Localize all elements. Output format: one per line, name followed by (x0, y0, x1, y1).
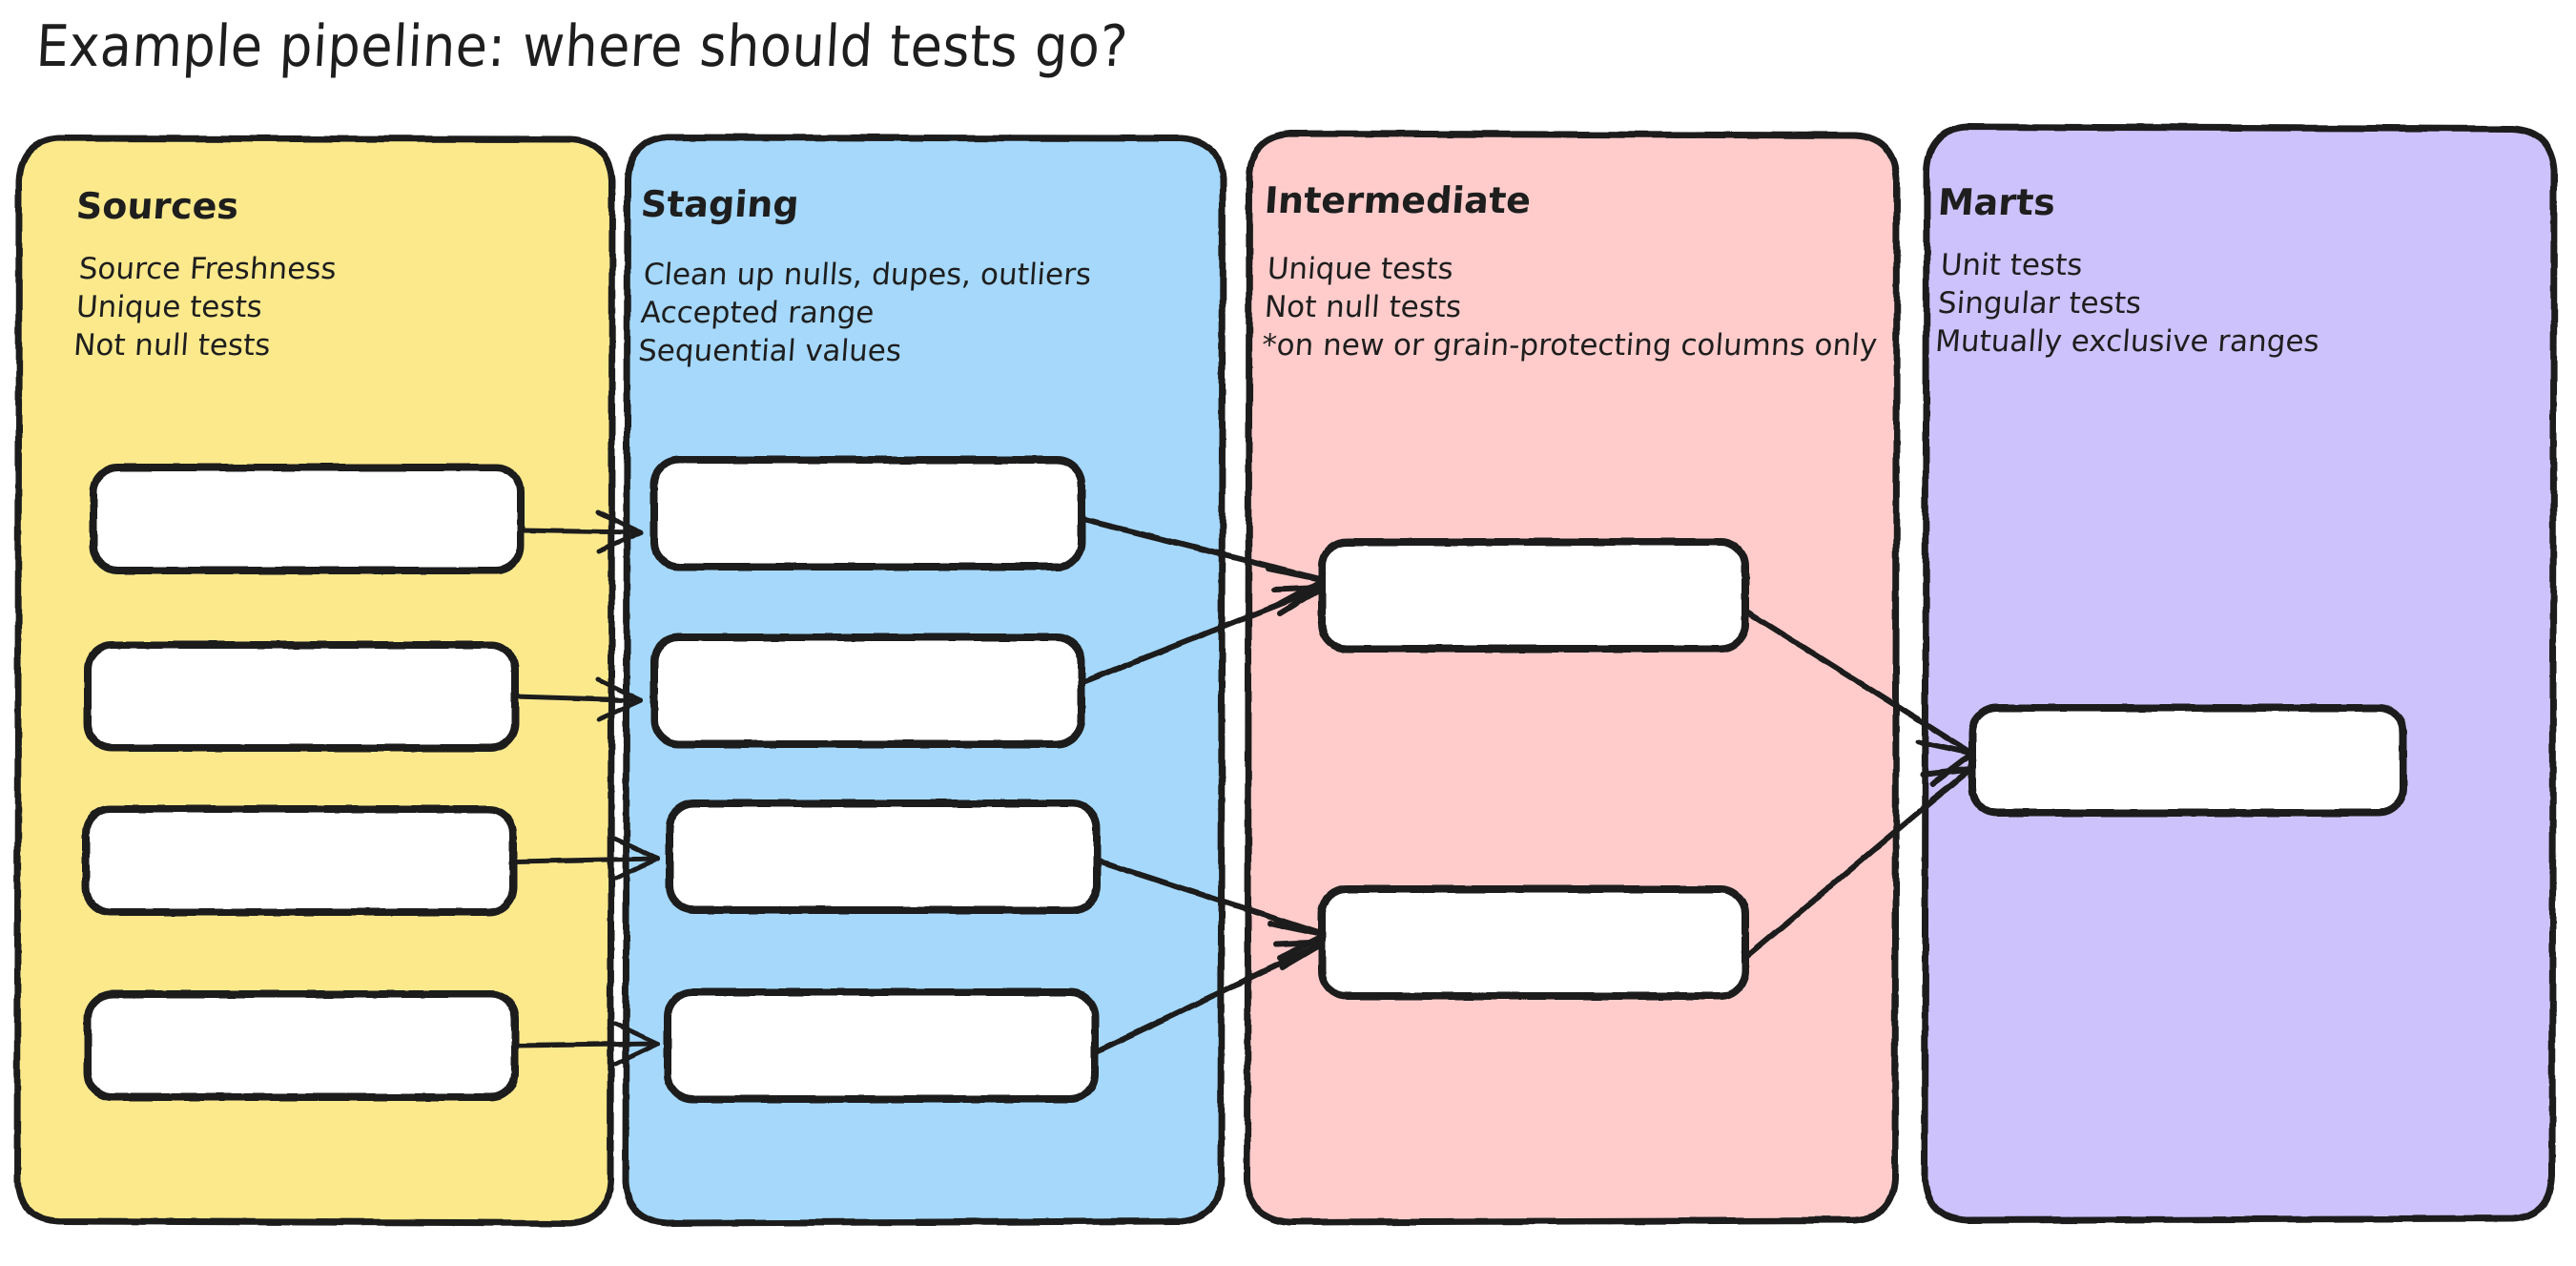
staging-node-3[interactable] (666, 799, 1101, 914)
edge-sources2-staging2 (512, 676, 644, 722)
marts-node-1[interactable] (1968, 704, 2407, 817)
intermediate-node-2[interactable] (1318, 885, 1749, 1000)
edge-sources1-staging1 (520, 509, 644, 554)
column-lines-sources: Source Freshness Unique tests Not null t… (72, 250, 338, 364)
edge-staging4-intermediate2 (1090, 940, 1327, 1056)
sources-line-1: Source Freshness (77, 252, 338, 286)
sources-node-4[interactable] (84, 990, 519, 1101)
sources-node-1[interactable] (90, 464, 525, 574)
edge-intermediate2-marts1 (1742, 766, 1973, 961)
marts-line-3: Mutually exclusive ranges (1933, 324, 2321, 359)
sources-line-3: Not null tests (72, 328, 272, 363)
intermediate-line-2: Not null tests (1263, 290, 1463, 324)
sources-node-3[interactable] (82, 805, 517, 916)
staging-line-3: Sequential values (636, 334, 903, 368)
marts-line-2: Singular tests (1936, 286, 2143, 321)
column-heading-intermediate: Intermediate (1263, 179, 1533, 221)
staging-line-2: Accepted range (639, 296, 876, 330)
column-heading-marts: Marts (1936, 181, 2057, 223)
sources-node-2[interactable] (84, 641, 519, 752)
column-lines-staging: Clean up nulls, dupes, outliers Accepted… (637, 256, 1093, 370)
marts-line-1: Unit tests (1939, 248, 2084, 282)
column-panel-marts[interactable] (1921, 123, 2558, 1224)
intermediate-line-1: Unique tests (1266, 252, 1454, 286)
column-lines-intermediate: Unique tests Not null tests *on new or g… (1261, 250, 1884, 364)
staging-node-1[interactable] (650, 456, 1085, 571)
staging-line-1: Clean up nulls, dupes, outliers (642, 258, 1093, 292)
column-heading-sources: Sources (74, 185, 240, 227)
edge-staging2-intermediate1 (1073, 585, 1325, 688)
staging-node-2[interactable] (650, 633, 1085, 748)
intermediate-line-3: *on new or grain-protecting columns only (1260, 328, 1879, 363)
edge-sources3-staging3 (512, 836, 661, 882)
column-lines-marts: Unit tests Singular tests Mutually exclu… (1934, 246, 2326, 361)
intermediate-node-1[interactable] (1318, 538, 1749, 653)
sources-line-2: Unique tests (74, 290, 264, 324)
edge-sources4-staging4 (512, 1021, 661, 1067)
column-heading-staging: Staging (639, 183, 801, 225)
staging-node-4[interactable] (664, 988, 1099, 1103)
